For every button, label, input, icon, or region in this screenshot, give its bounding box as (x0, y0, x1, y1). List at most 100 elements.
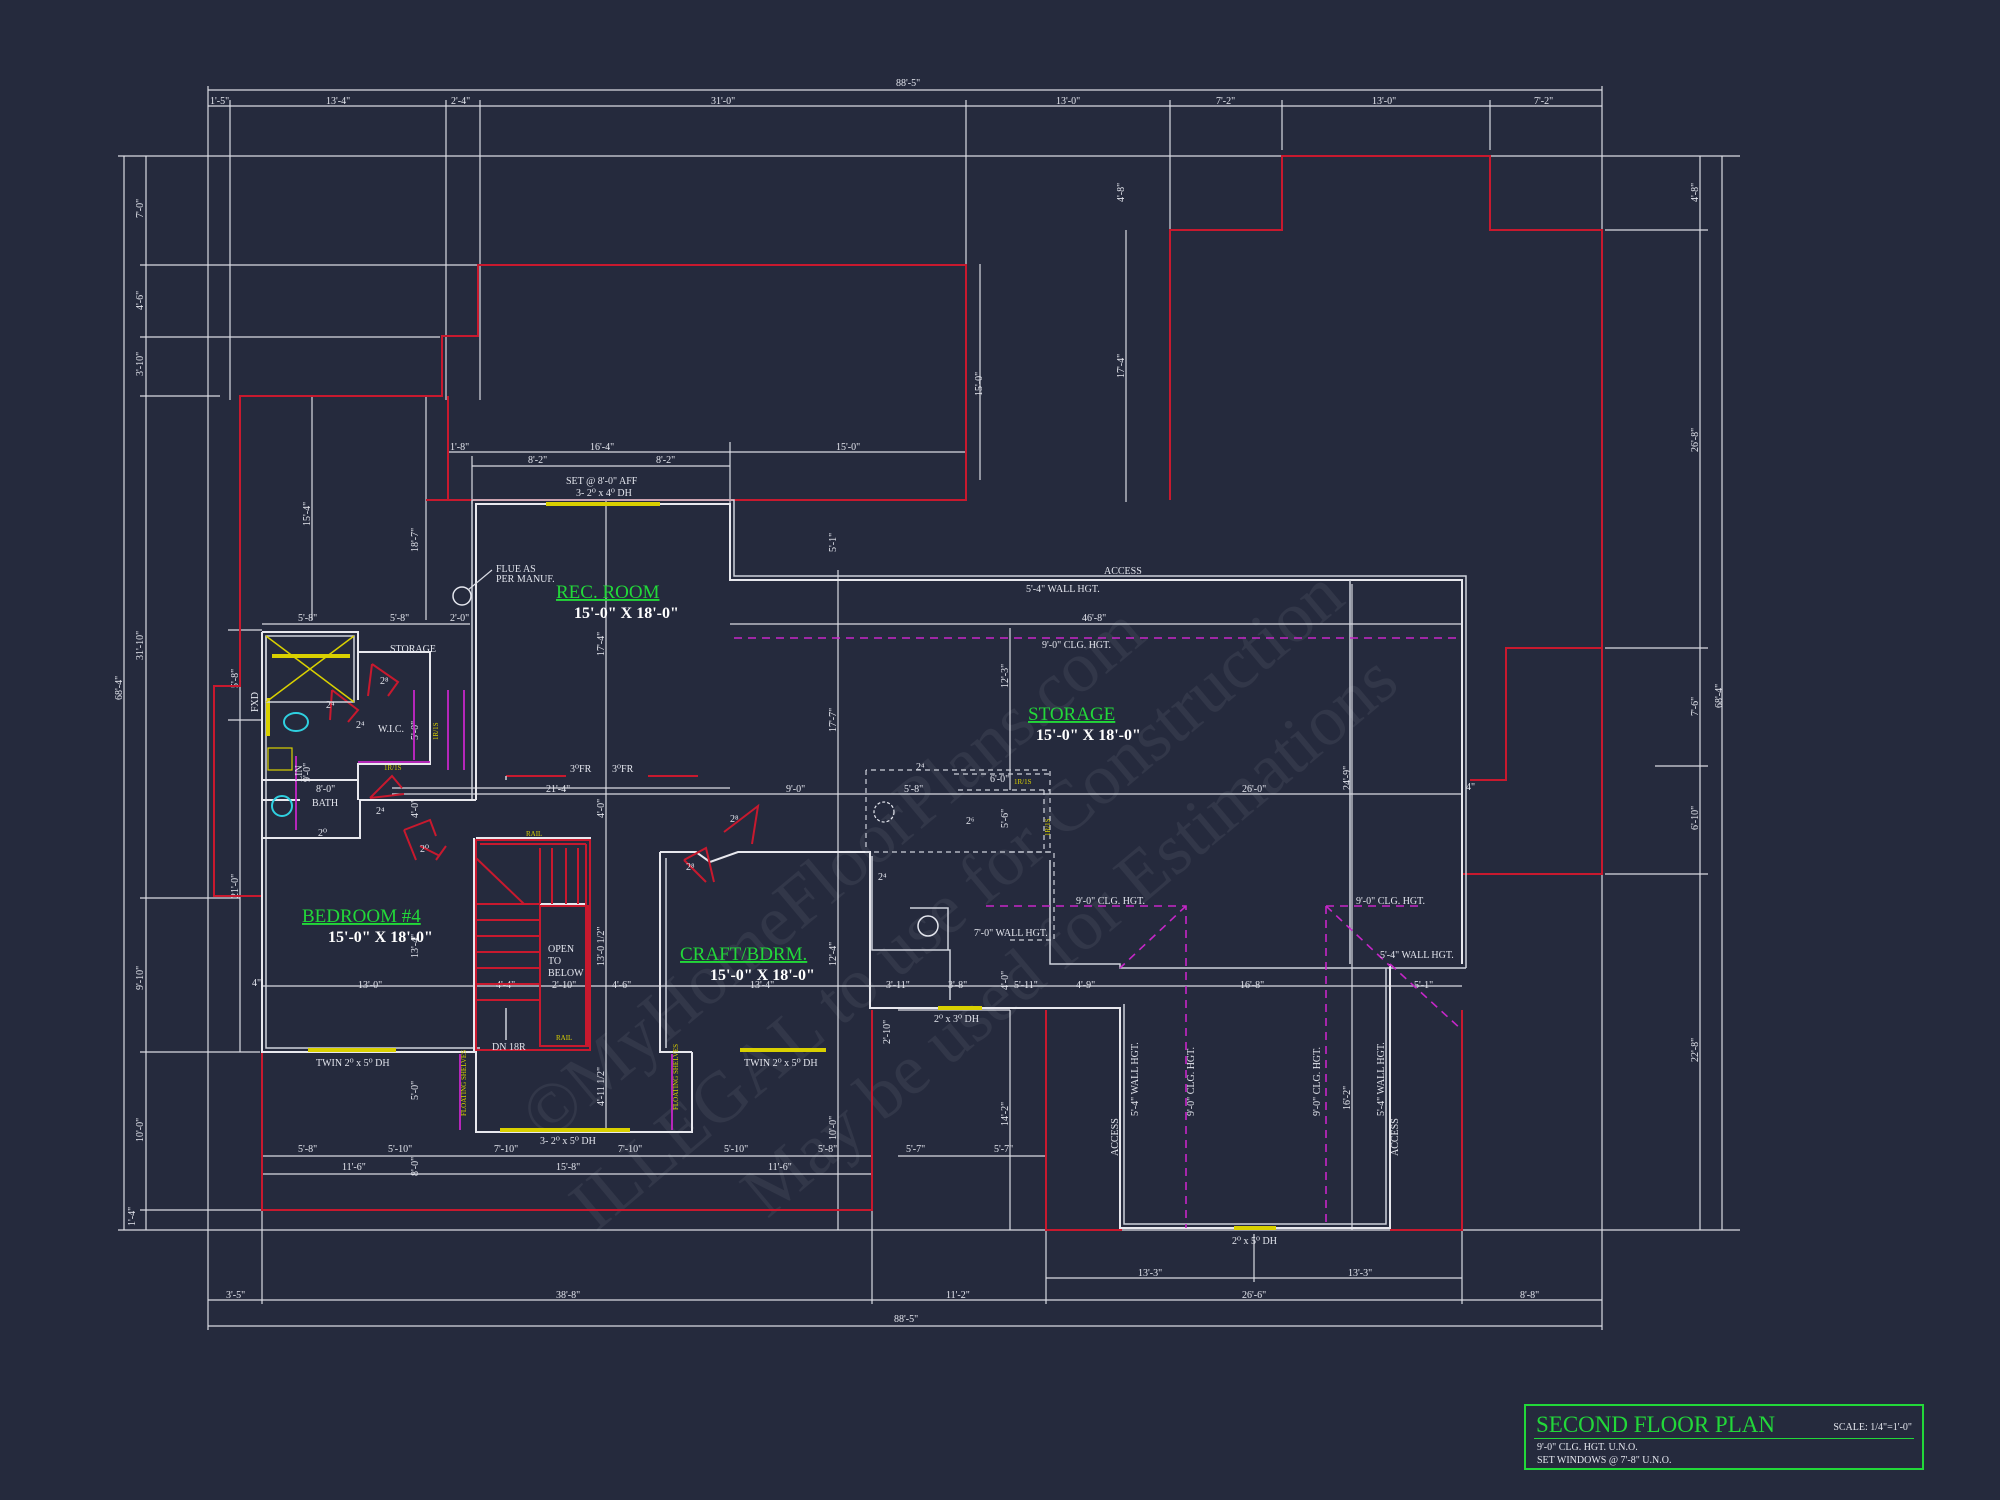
dim-inner-an: 5'-10" (388, 1144, 412, 1155)
dim-bottom-sub-2: 13'-3" (1348, 1268, 1372, 1279)
access-top-label: ACCESS (1104, 566, 1142, 577)
dim-inner-bd: 4'-0" (596, 799, 607, 818)
wic-label: W.I.C. (378, 724, 404, 735)
riser-label-4: 1R/1S (1044, 818, 1052, 836)
title-underline (1534, 1438, 1914, 1439)
dh-small-label: 2⁰ x 3⁰ DH (934, 1014, 979, 1025)
wall-54-c-label: 5'-4" WALL HGT. (1130, 1042, 1141, 1116)
title-block: SECOND FLOOR PLAN SCALE: 1/4"=1'-0" 9'-0… (1524, 1404, 1924, 1470)
dim-inner-s: 21'-4" (546, 784, 570, 795)
dim-inner-k: 5'-1" (828, 533, 839, 552)
dim-inner-l: 46'-8" (1082, 613, 1106, 624)
fr1-label: 3⁰FR (570, 764, 592, 775)
dim-inner-aq: 5'-10" (724, 1144, 748, 1155)
walls (261, 499, 1467, 1229)
windows (266, 502, 1276, 1230)
wall-54-d-label: 5'-4" WALL HGT. (1376, 1042, 1387, 1116)
dim-inner-ar: 5'-8" (818, 1144, 837, 1155)
dim-top-overall: 88'-5" (896, 78, 920, 89)
door-label-g: 2⁸ (730, 814, 739, 825)
door-label-h: 2⁸ (686, 862, 695, 873)
dim-inner-ao: 7'-10" (494, 1144, 518, 1155)
linen-shelf-icon (267, 747, 293, 771)
door-label-i: 2⁴ (916, 762, 925, 773)
set-aff-note: SET @ 8'-0" AFF (566, 476, 638, 487)
rail-label-2: RAIL (556, 1034, 572, 1042)
plan-note-windows: SET WINDOWS @ 7'-8" U.N.O. (1537, 1455, 1672, 1466)
dim-inner-j: 17'-4" (1116, 354, 1127, 378)
dim-top-7: 13'-0" (1372, 96, 1396, 107)
dim-left-2: 4'-6" (135, 291, 146, 310)
dim-inner-ay: 10'-0" (828, 1116, 839, 1140)
bath2-toilet-icon (917, 915, 939, 937)
rec-room-name: REC. ROOM (556, 582, 660, 603)
dim-inner-ak: 13'-0 1/2" (596, 927, 607, 967)
dim-bottom-4: 26'-6" (1242, 1290, 1266, 1301)
dim-top-5: 13'-0" (1056, 96, 1080, 107)
dim-right-2: 26'-8" (1690, 428, 1701, 452)
toilet-icon (283, 712, 309, 732)
door-label-b: 2⁴ (326, 700, 335, 711)
craft-size: 15'-0" X 18'-0" (710, 967, 815, 984)
dim-inner-h: 15'-0" (974, 372, 985, 396)
plan-note-ceiling: 9'-0" CLG. HGT. U.N.O. (1537, 1442, 1638, 1453)
inner-dims: 15'-4" 18'-7" 1'-8" 16'-4" 8'-2" 8'-2" 1… (252, 183, 1475, 1176)
door-label-c: 2⁴ (356, 720, 365, 731)
bath-label: BATH (312, 798, 338, 809)
dim-inner-y: 13'-0" (358, 980, 382, 991)
shelves-label-2: FLOATING SHELVES (672, 1044, 680, 1110)
dim-inner-ab: 4'-6" (612, 980, 631, 991)
dim-top-8: 7'-2" (1534, 96, 1553, 107)
fr2-label: 3⁰FR (612, 764, 634, 775)
flue-note: FLUE AS (496, 564, 536, 575)
dim-right-4: 6'-10" (1690, 806, 1701, 830)
door-label-f: 2⁰ (420, 844, 429, 855)
dim-right-overall: 68'-4" (1714, 684, 1725, 708)
dim-inner-am: 5'-8" (298, 1144, 317, 1155)
dim-inner-p: 17'-4" (596, 632, 607, 656)
bedroom4-name: BEDROOM #4 (302, 906, 421, 927)
dim-inner-ai: 5'-1" (1414, 980, 1433, 991)
flue-note-2: PER MANUF. (496, 574, 555, 585)
dim-inner-al: 4'-11 1/2" (596, 1067, 607, 1106)
dim-inner-ba: 8'-0" (316, 784, 335, 795)
dim-inner-f: 8'-2" (656, 455, 675, 466)
dim-inner-ad: 3'-11" (886, 980, 910, 991)
dim-inner-ag: 4'-9" (1076, 980, 1095, 991)
dim-inner-d: 16'-4" (590, 442, 614, 453)
ceiling-lines (295, 637, 1463, 1228)
dim-inner-ac: 13'-4" (750, 980, 774, 991)
right-dims: 68'-4" 4'-8" 26'-8" 7'-6" 6'-10" 22'-8" (1690, 183, 1725, 1062)
dh-bottom-label: 2⁰ x 5⁰ DH (1232, 1236, 1277, 1247)
plan-scale: SCALE: 1/4"=1'-0" (1833, 1422, 1912, 1433)
dim-bottom-2: 38'-8" (556, 1290, 580, 1301)
wall-54-label: 5'-4" WALL HGT. (1026, 584, 1100, 595)
dim-inner-ap: 7'-10" (618, 1144, 642, 1155)
fixtures (265, 569, 939, 937)
dim-inner-e: 8'-2" (528, 455, 547, 466)
dim-inner-bf: 5'-0" (410, 721, 421, 740)
annotations: FLUE AS PER MANUF. SET @ 8'-0" AFF 3- 2⁰… (250, 476, 1454, 1247)
open-below-1: OPEN (548, 944, 574, 955)
dim-inner-be: 5'-0" (410, 1081, 421, 1100)
dim-top-2: 13'-4" (326, 96, 350, 107)
dim-inner-q: 17'-7" (828, 708, 839, 732)
dim-left-6: 10'-0" (135, 1118, 146, 1142)
dim-bottom-3: 11'-2" (946, 1290, 970, 1301)
dim-top-3: 2'-4" (451, 96, 470, 107)
dim-inner-bb: 9'-0" (302, 763, 313, 782)
dim-inner-m: 5'-8" (298, 613, 317, 624)
dim-inner-au: 11'-6" (768, 1162, 792, 1173)
riser-label-3: 1R/1S (1014, 778, 1032, 786)
clg-90-e-label: 9'-0" CLG. HGT. (1312, 1047, 1323, 1116)
craft-name: CRAFT/BDRM. (680, 944, 807, 965)
dim-bottom-1: 3'-5" (226, 1290, 245, 1301)
open-below-3: BELOW (548, 968, 584, 979)
dim-inner-b: 18'-7" (410, 528, 421, 552)
rail-label-1: RAIL (526, 830, 542, 838)
dim-inner-as: 11'-6" (342, 1162, 366, 1173)
wall-70-label: 7'-0" WALL HGT. (974, 928, 1048, 939)
dim-bottom-overall: 88'-5" (894, 1314, 918, 1325)
dim-inner-bh: 4'-0" (1000, 971, 1011, 990)
storage-name: STORAGE (1028, 704, 1115, 725)
